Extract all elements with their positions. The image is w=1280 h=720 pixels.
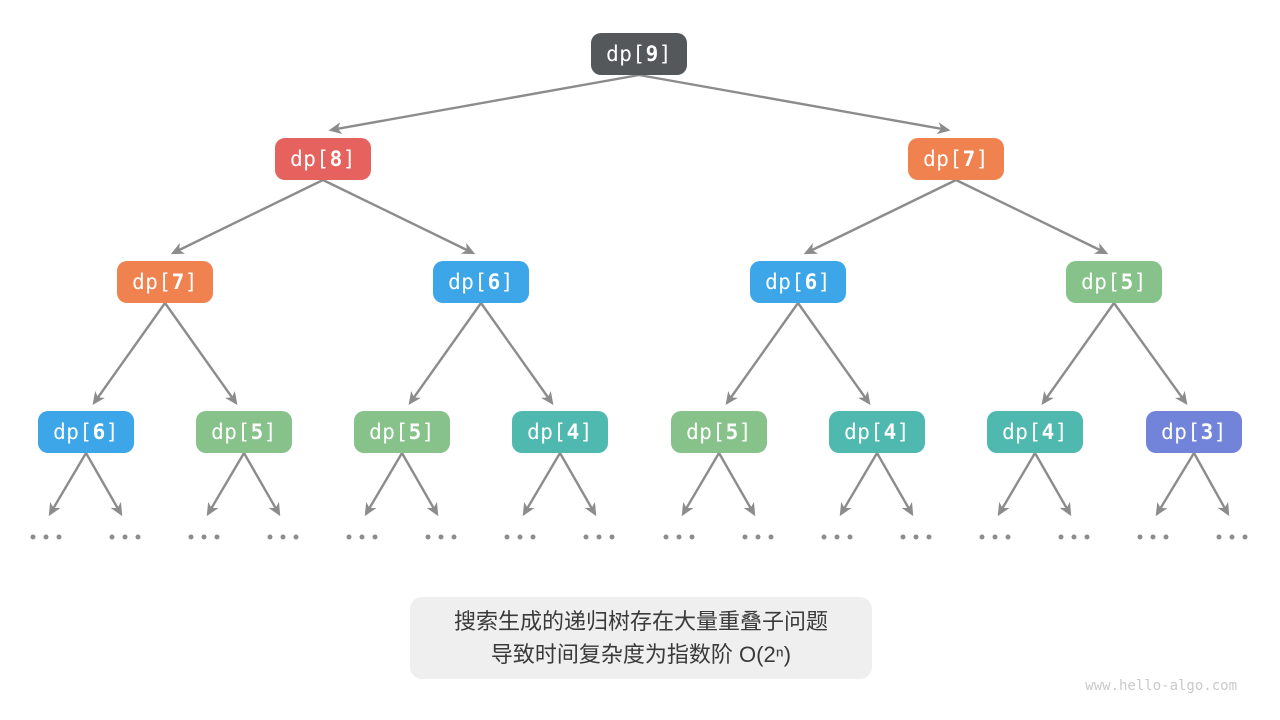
tree-node-dp[3]: dp[3] — [1146, 411, 1242, 453]
edge-arrow — [1155, 452, 1196, 517]
tree-node-dp[7]: dp[7] — [908, 138, 1004, 180]
ellipsis — [900, 534, 932, 540]
edge-arrow — [400, 452, 439, 517]
ellipsis — [742, 534, 774, 540]
edge-arrow — [1041, 302, 1115, 406]
ellipsis — [504, 534, 536, 540]
tree-node-dp[6]: dp[6] — [750, 261, 846, 303]
tree-node-dp[5]: dp[5] — [1066, 261, 1162, 303]
tree-node-dp[4]: dp[4] — [987, 411, 1083, 453]
edge-arrow — [558, 452, 597, 517]
edge-arrow — [839, 452, 879, 517]
caption-line-2: 导致时间复杂度为指数阶 O(2ⁿ) — [490, 642, 792, 667]
edge-arrow — [170, 178, 324, 255]
edge-arrow — [681, 452, 721, 517]
edge-arrow — [1033, 452, 1072, 517]
ellipsis — [583, 534, 615, 540]
edge-arrow — [997, 452, 1037, 517]
ellipsis — [663, 534, 695, 540]
tree-node-dp[8]: dp[8] — [275, 138, 371, 180]
tree-node-dp[5]: dp[5] — [354, 411, 450, 453]
tree-node-dp[6]: dp[6] — [433, 261, 529, 303]
ellipsis — [346, 534, 378, 540]
tree-node-dp[5]: dp[5] — [196, 411, 292, 453]
edge-arrow — [1113, 302, 1188, 406]
watermark-text: www.hello-algo.com — [1085, 678, 1237, 694]
edge-arrow — [48, 452, 88, 517]
ellipsis — [188, 534, 220, 540]
ellipsis — [109, 534, 141, 540]
edge-arrow — [955, 178, 1109, 255]
edge-arrow — [638, 73, 951, 135]
ellipsis — [979, 534, 1011, 540]
caption-box: 搜索生成的递归树存在大量重叠子问题 导致时间复杂度为指数阶 O(2ⁿ) — [410, 597, 872, 679]
ellipsis — [1058, 534, 1090, 540]
edge-arrow — [797, 302, 871, 406]
edge-arrow — [328, 73, 640, 135]
edge-arrow — [164, 302, 238, 406]
edge-arrow — [480, 302, 554, 406]
edge-arrow — [92, 302, 166, 406]
edge-arrow — [242, 452, 281, 517]
ellipsis — [425, 534, 457, 540]
tree-node-dp[9]: dp[9] — [591, 33, 687, 75]
ellipsis — [30, 534, 62, 540]
ellipsis — [267, 534, 299, 540]
edge-arrow — [522, 452, 562, 517]
tree-node-dp[4]: dp[4] — [829, 411, 925, 453]
tree-node-dp[5]: dp[5] — [671, 411, 767, 453]
tree-node-dp[7]: dp[7] — [117, 261, 213, 303]
edge-arrow — [803, 178, 957, 255]
ellipsis — [1137, 534, 1169, 540]
edge-arrow — [875, 452, 914, 517]
edge-arrow — [322, 178, 476, 255]
caption-line-1: 搜索生成的递归树存在大量重叠子问题 — [453, 609, 828, 634]
edge-arrow — [84, 452, 123, 517]
edge-arrow — [1192, 452, 1230, 517]
edge-arrow — [206, 452, 246, 517]
edge-arrow — [364, 452, 404, 517]
edge-arrow — [717, 452, 756, 517]
tree-node-dp[6]: dp[6] — [38, 411, 134, 453]
edge-arrow — [408, 302, 482, 406]
edge-arrow — [725, 302, 799, 406]
ellipsis — [821, 534, 853, 540]
ellipsis — [1216, 534, 1248, 540]
tree-node-dp[4]: dp[4] — [512, 411, 608, 453]
